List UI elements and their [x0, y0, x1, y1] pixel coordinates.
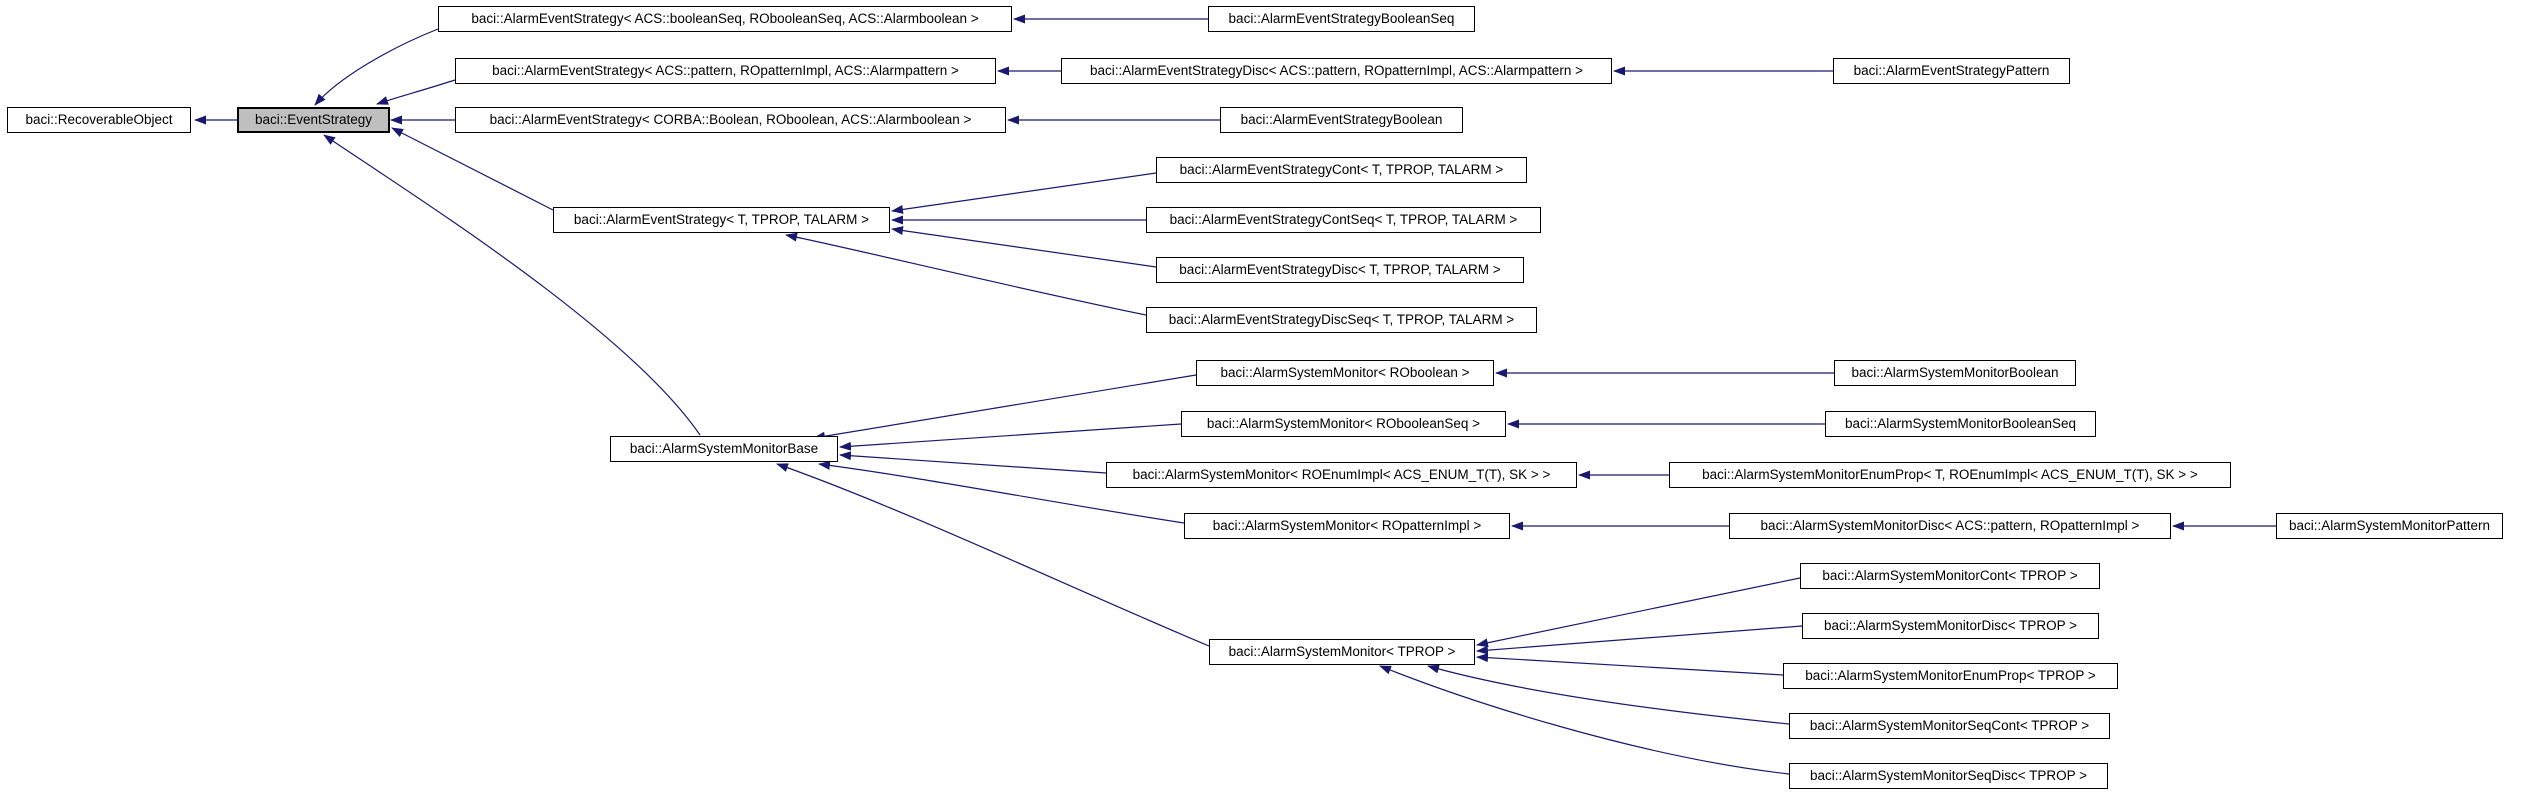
- class-node-recoverable-object[interactable]: baci::RecoverableObject: [7, 107, 191, 133]
- edge-asm-ropatternimpl-to-base: [818, 460, 1185, 524]
- edge-asm-enumprop-tprop-to-tprop: [1476, 653, 1784, 676]
- edge-asm-cont-tprop-to-tprop: [1476, 577, 1801, 648]
- edge-asm-tprop-to-base: [776, 463, 1210, 647]
- class-node-alarm-system-monitor-disc-tprop[interactable]: baci::AlarmSystemMonitorDisc< TPROP >: [1802, 613, 2099, 639]
- class-node-alarm-system-monitor-enumprop-t[interactable]: baci::AlarmSystemMonitorEnumProp< T, ROE…: [1669, 462, 2231, 488]
- class-node-alarm-system-monitor-booleanseq[interactable]: baci::AlarmSystemMonitorBooleanSeq: [1825, 411, 2096, 437]
- edge-aes-disc-t-to-t-tmpl: [891, 226, 1157, 268]
- class-node-alarm-event-strategy-disc-pattern[interactable]: baci::AlarmEventStrategyDisc< ACS::patte…: [1061, 58, 1612, 84]
- edge-aes-booleanseq-tmpl-to-eventstrategy: [314, 28, 439, 106]
- edge-aes-t-tmpl-to-eventstrategy: [391, 127, 554, 211]
- class-node-alarm-system-monitor-boolean[interactable]: baci::AlarmSystemMonitorBoolean: [1834, 360, 2076, 386]
- class-node-alarm-system-monitor-ropatternimpl[interactable]: baci::AlarmSystemMonitor< ROpatternImpl …: [1184, 513, 1510, 539]
- edge-asm-roenumimpl-to-base: [839, 451, 1107, 474]
- class-node-alarm-event-strategy-pattern[interactable]: baci::AlarmEventStrategyPattern: [1833, 58, 2070, 84]
- class-node-alarm-system-monitor-enumprop-tprop[interactable]: baci::AlarmSystemMonitorEnumProp< TPROP …: [1783, 663, 2118, 689]
- edge-asm-seqdisc-tprop-to-tprop: [1379, 665, 1790, 775]
- edge-asm-disc-tprop-to-tprop: [1476, 625, 1803, 655]
- class-node-alarm-event-strategy-cont-t[interactable]: baci::AlarmEventStrategyCont< T, TPROP, …: [1156, 157, 1527, 183]
- edge-asm-seqcont-tprop-to-tprop: [1427, 664, 1790, 725]
- class-node-alarm-system-monitor-roboolean[interactable]: baci::AlarmSystemMonitor< ROboolean >: [1196, 360, 1494, 386]
- edge-asm-robooleanseq-to-base: [839, 423, 1182, 451]
- class-node-alarm-event-strategy-booleanseq[interactable]: baci::AlarmEventStrategyBooleanSeq: [1208, 6, 1475, 32]
- class-node-alarm-event-strategy-discseq-t[interactable]: baci::AlarmEventStrategyDiscSeq< T, TPRO…: [1146, 307, 1537, 333]
- class-node-alarm-system-monitor-tprop[interactable]: baci::AlarmSystemMonitor< TPROP >: [1209, 639, 1475, 665]
- edge-aes-discseq-t-to-t-tmpl: [785, 232, 1147, 316]
- class-node-alarm-system-monitor-disc-pattern[interactable]: baci::AlarmSystemMonitorDisc< ACS::patte…: [1729, 513, 2171, 539]
- edge-asm-roboolean-to-base: [813, 374, 1197, 441]
- class-node-alarm-event-strategy-pattern-template[interactable]: baci::AlarmEventStrategy< ACS::pattern, …: [455, 58, 996, 84]
- class-node-alarm-system-monitor-seqdisc-tprop[interactable]: baci::AlarmSystemMonitorSeqDisc< TPROP >: [1789, 763, 2108, 789]
- class-node-event-strategy: baci::EventStrategy: [237, 107, 390, 133]
- class-node-alarm-event-strategy-contseq-t[interactable]: baci::AlarmEventStrategyContSeq< T, TPRO…: [1146, 207, 1541, 233]
- class-node-alarm-system-monitor-robooleanseq[interactable]: baci::AlarmSystemMonitor< RObooleanSeq >: [1181, 411, 1506, 437]
- class-node-alarm-event-strategy-booleanseq-template[interactable]: baci::AlarmEventStrategy< ACS::booleanSe…: [438, 6, 1012, 32]
- class-node-alarm-event-strategy-boolean-template[interactable]: baci::AlarmEventStrategy< CORBA::Boolean…: [455, 107, 1006, 133]
- class-node-alarm-event-strategy-t-template[interactable]: baci::AlarmEventStrategy< T, TPROP, TALA…: [553, 207, 890, 233]
- class-node-alarm-system-monitor-pattern[interactable]: baci::AlarmSystemMonitorPattern: [2276, 513, 2503, 539]
- class-node-alarm-system-monitor-seqcont-tprop[interactable]: baci::AlarmSystemMonitorSeqCont< TPROP >: [1789, 713, 2110, 739]
- class-node-alarm-system-monitor-roenumimpl[interactable]: baci::AlarmSystemMonitor< ROEnumImpl< AC…: [1106, 462, 1577, 488]
- edge-monitorbase-to-eventstrategy: [323, 134, 701, 436]
- edge-aes-cont-t-to-t-tmpl: [891, 172, 1157, 214]
- class-node-alarm-system-monitor-cont-tprop[interactable]: baci::AlarmSystemMonitorCont< TPROP >: [1800, 563, 2100, 589]
- class-node-alarm-event-strategy-boolean[interactable]: baci::AlarmEventStrategyBoolean: [1220, 107, 1463, 133]
- class-node-alarm-event-strategy-disc-t[interactable]: baci::AlarmEventStrategyDisc< T, TPROP, …: [1156, 257, 1524, 283]
- class-node-alarm-system-monitor-base[interactable]: baci::AlarmSystemMonitorBase: [610, 436, 838, 462]
- edge-aes-pattern-tmpl-to-eventstrategy: [376, 79, 456, 105]
